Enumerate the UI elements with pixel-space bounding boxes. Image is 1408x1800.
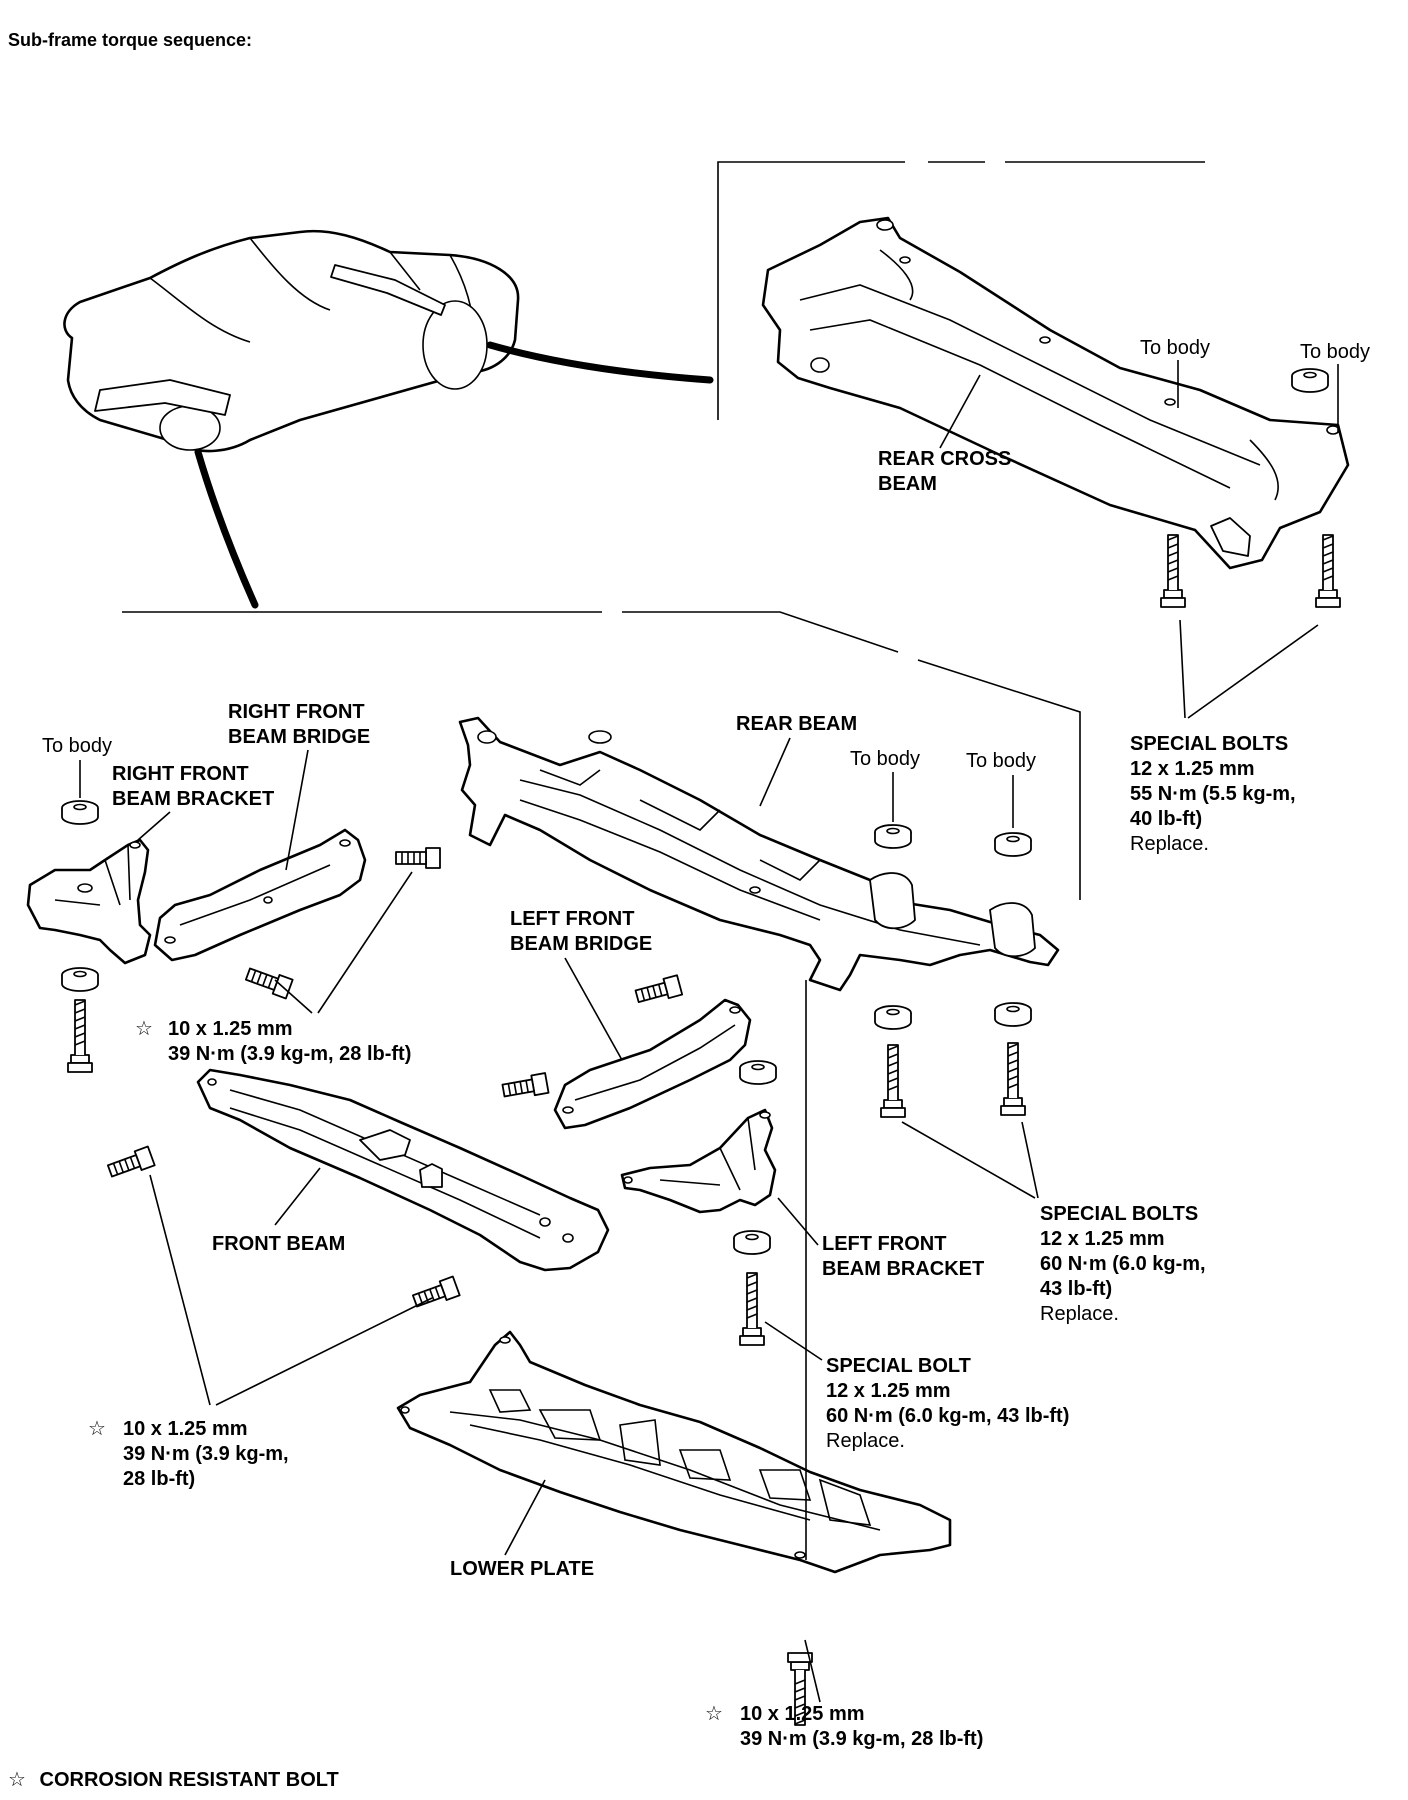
rear-beam-bushing-bottom-2	[994, 1002, 1032, 1027]
leader-special-bolt-single	[764, 1321, 823, 1361]
right-front-beam-bridge-label: RIGHT FRONT BEAM BRIDGE	[228, 701, 370, 748]
right-bracket-bushing-bottom	[61, 967, 99, 992]
rear-beam-part	[458, 716, 1060, 992]
rear-beam-label: REAR BEAM	[736, 713, 857, 735]
to-body-label-5: To body	[42, 735, 112, 757]
front-beam-label: FRONT BEAM	[212, 1233, 345, 1255]
leader-special-bolts-rear	[1179, 619, 1319, 719]
spec-bridge-bolts-label: ☆ 10 x 1.25 mm 39 N·m (3.9 kg-m, 28 lb-f…	[135, 1018, 411, 1065]
leader-special-bolts-mid	[901, 1121, 1039, 1199]
right-bracket-bolt	[67, 999, 93, 1073]
leader-right-bracket	[137, 811, 171, 841]
leader-rear-cross-beam	[939, 374, 981, 449]
leader-right-bridge	[285, 749, 309, 871]
left-front-beam-bridge-label: LEFT FRONT BEAM BRIDGE	[510, 908, 652, 955]
leader-left-bridge	[564, 957, 623, 1061]
to-body-label-1: To body	[1140, 337, 1210, 359]
lower-plate-label: LOWER PLATE	[450, 1558, 594, 1580]
to-body-label-3: To body	[850, 748, 920, 770]
rear-beam-bushing-bottom-1	[874, 1005, 912, 1030]
right-front-beam-bracket-label: RIGHT FRONT BEAM BRACKET	[112, 763, 274, 810]
special-bolts-rear-label: SPECIAL BOLTS 12 x 1.25 mm 55 N·m (5.5 k…	[1130, 733, 1301, 855]
leader-car-rear	[486, 341, 714, 384]
spec-lower-plate-bolt-label: ☆ 10 x 1.25 mm 39 N·m (3.9 kg-m, 28 lb-f…	[705, 1703, 983, 1750]
left-bracket-bushing-top	[739, 1060, 777, 1085]
left-front-beam-bracket-part	[620, 1108, 777, 1214]
car-illustration	[63, 229, 520, 453]
leader-rear-beam	[759, 737, 791, 807]
right-bracket-bushing-top	[61, 800, 99, 825]
special-bolt-single-label: SPECIAL BOLT 12 x 1.25 mm 60 N·m (6.0 kg…	[826, 1355, 1075, 1452]
to-body-label-2: To body	[1300, 341, 1370, 363]
rear-beam-bolt-2	[1000, 1042, 1026, 1116]
rear-cross-beam-part	[761, 216, 1350, 570]
leader-lower-plate	[504, 1479, 546, 1556]
rear-beam-bolt-1	[880, 1044, 906, 1118]
leader-front-beam	[274, 1167, 321, 1226]
leader-spec-bridge-bolts	[274, 871, 413, 1014]
leader-left-bracket	[777, 1197, 819, 1246]
right-front-beam-bridge-part	[153, 828, 367, 962]
left-front-beam-bridge-part	[553, 998, 752, 1130]
left-bracket-bushing-bottom	[733, 1230, 771, 1255]
special-bolts-mid-label: SPECIAL BOLTS 12 x 1.25 mm 60 N·m (6.0 k…	[1040, 1203, 1211, 1325]
right-bridge-bolt-top	[395, 847, 441, 869]
left-bracket-bolt	[739, 1272, 765, 1346]
left-bridge-bolt-left	[500, 1072, 550, 1102]
rear-beam-bushing-top-1	[874, 824, 912, 849]
rear-beam-frame	[122, 611, 1081, 900]
rear-cross-beam-bushing	[1291, 368, 1329, 393]
rear-cross-beam-bolt-right	[1315, 534, 1341, 608]
front-beam-bolt-left	[105, 1145, 156, 1182]
leader-spec-lower-plate-bolt	[804, 1639, 821, 1703]
page-title: Sub-frame torque sequence:	[8, 30, 252, 50]
rear-cross-beam-bolt-left	[1160, 534, 1186, 608]
rear-beam-bushing-top-2	[994, 832, 1032, 857]
to-body-label-4: To body	[966, 750, 1036, 772]
left-front-beam-bracket-label: LEFT FRONT BEAM BRACKET	[822, 1233, 984, 1280]
footnote: ☆ CORROSION RESISTANT BOLT	[8, 1769, 339, 1791]
spec-front-beam-bolts-label: ☆ 10 x 1.25 mm 39 N·m (3.9 kg-m, 28 lb-f…	[88, 1418, 294, 1490]
right-bridge-bolt-bottom	[243, 963, 294, 1000]
leader-car-front	[194, 448, 259, 609]
lower-plate-part	[396, 1330, 952, 1574]
left-bridge-bolt-top	[633, 974, 684, 1007]
leader-spec-front-beam-bolts	[149, 1174, 433, 1406]
rear-cross-beam-frame	[717, 161, 1205, 420]
front-beam-part	[196, 1068, 610, 1272]
right-front-beam-bracket-part	[26, 838, 152, 965]
